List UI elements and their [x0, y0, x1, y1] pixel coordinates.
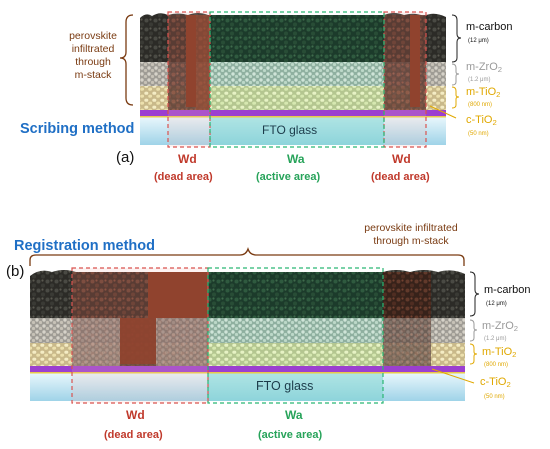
layer-thickness-ctio2-b: (50 nm): [484, 394, 505, 400]
active-zone-box-a: [209, 11, 385, 148]
infiltration-note-a-line4: m-stack: [74, 69, 112, 81]
layer-name-carbon-a: m-carbon: [466, 21, 513, 33]
scribe-line-left-a: [186, 15, 196, 107]
fto-active-highlight-b: [208, 373, 383, 401]
layer-sub-ctio2-a: 2: [492, 118, 497, 127]
ctio2-layer-b: [30, 366, 465, 372]
layer-label-zro2-b: m-ZrO2: [482, 321, 518, 333]
layer-name-tio2-b: m-TiO: [482, 346, 513, 358]
panel-label-b: (b): [6, 263, 25, 280]
layer-thickness-carbon-a: (12 μm): [468, 38, 489, 44]
infiltration-note-a: perovskite infiltrated through m-stack: [64, 30, 122, 82]
infiltration-note-a-line2: infiltrated: [71, 43, 115, 55]
layer-label-ctio2-b: c-TiO2: [480, 377, 511, 389]
zone-desc-right-dead-a: (dead area): [371, 171, 430, 183]
panel-label-a: (a): [116, 149, 135, 166]
layer-label-carbon-b: m-carbon: [484, 285, 530, 296]
layer-label-carbon-a: m-carbon: [466, 22, 512, 33]
zone-desc-dead-b: (dead area): [104, 429, 163, 441]
layer-label-zro2-a: m-ZrO2: [466, 62, 502, 74]
layer-sub-tio2-b: 2: [512, 350, 517, 359]
layer-sub-zro2-a: 2: [497, 65, 503, 74]
perovskite-column-b: [148, 272, 208, 318]
method-title-a: Scribing method: [20, 121, 135, 137]
layer-label-ctio2-a: c-TiO2: [466, 115, 497, 127]
layer-braces-b: [431, 271, 480, 384]
layer-label-tio2-b: m-TiO2: [482, 347, 516, 359]
fto-glass-label-a: FTO glass: [262, 123, 318, 137]
infiltration-bracket-b: [29, 246, 465, 266]
layer-thickness-zro2-a: (1.2 μm): [468, 77, 491, 83]
layer-name-zro2-b: m-ZrO: [482, 320, 514, 332]
layer-thickness-ctio2-a: (50 nm): [468, 131, 489, 137]
layer-name-tio2-a: m-TiO: [466, 86, 497, 98]
layer-name-ctio2-a: c-TiO: [466, 114, 493, 126]
infiltration-brace-a: [119, 14, 134, 106]
panel-b-device: [30, 267, 465, 404]
layer-thickness-zro2-b: (1.2 μm): [484, 336, 507, 342]
ctio2-layer-a: [140, 110, 446, 116]
layer-sub-zro2-b: 2: [513, 324, 519, 333]
zone-symbol-right-dead-a: Wd: [392, 152, 411, 166]
layer-sub-tio2-a: 2: [496, 90, 501, 99]
layer-name-ctio2-b: c-TiO: [480, 376, 507, 388]
infiltration-note-b-line2: through m-stack: [373, 235, 449, 247]
zone-desc-left-dead-a: (dead area): [154, 171, 213, 183]
dead-zone-box-left-a: [167, 11, 211, 148]
layer-name-carbon-b: m-carbon: [484, 284, 531, 296]
infiltration-note-a-line3: through: [75, 56, 111, 68]
infiltration-note-b-line1: perovskite infiltrated: [364, 222, 458, 234]
method-title-b: Registration method: [14, 238, 155, 254]
zone-symbol-active-a: Wa: [287, 152, 305, 166]
zone-desc-active-b: (active area): [258, 429, 323, 441]
zone-symbol-active-b: Wa: [285, 408, 303, 422]
layer-thickness-tio2-b: (800 nm): [484, 362, 509, 368]
layer-label-tio2-a: m-TiO2: [466, 87, 500, 99]
fto-glass-label-b: FTO glass: [256, 379, 314, 393]
layer-braces-a: [429, 14, 462, 119]
panel-a-device: [140, 11, 446, 148]
zone-desc-active-a: (active area): [256, 171, 321, 183]
active-zone-box-b: [207, 267, 384, 404]
scribe-line-right-a: [410, 15, 420, 107]
infiltration-note-b: perovskite infiltrated through m-stack: [336, 222, 486, 248]
zone-symbol-left-dead-a: Wd: [178, 152, 197, 166]
layer-thickness-tio2-a: (800 nm): [468, 102, 493, 108]
dead-zone-box-right-a: [383, 11, 427, 148]
zone-symbol-dead-b: Wd: [126, 408, 145, 422]
layer-name-zro2-a: m-ZrO: [466, 61, 498, 73]
dead-zone-box-b: [71, 267, 209, 404]
layer-thickness-carbon-b: (12 μm): [486, 301, 507, 307]
layer-sub-ctio2-b: 2: [506, 380, 511, 389]
fto-active-highlight-a: [210, 117, 384, 145]
infiltration-note-a-line1: perovskite: [69, 30, 117, 42]
